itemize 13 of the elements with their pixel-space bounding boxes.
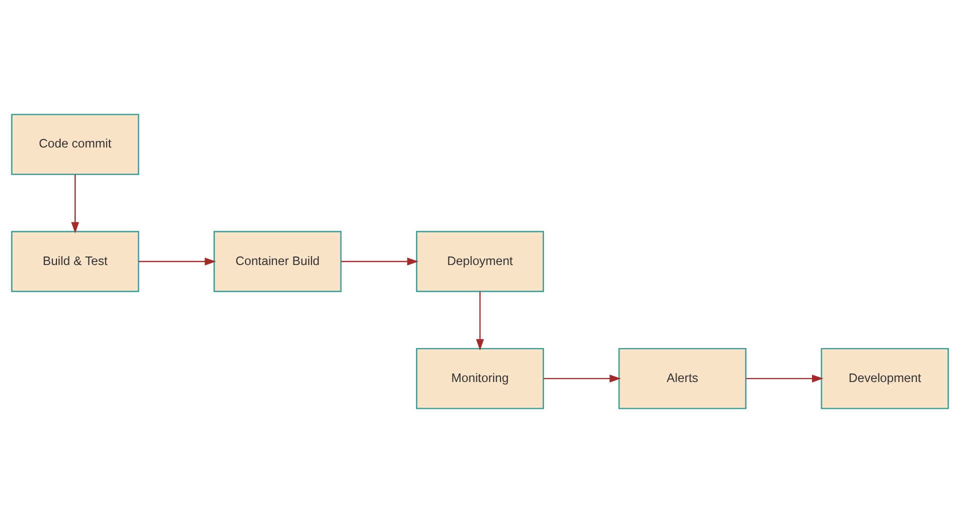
node-box: Deployment	[416, 230, 544, 292]
arrow	[71, 174, 80, 234]
node-box: Alerts	[618, 348, 746, 410]
node-box: Build & Test	[11, 230, 140, 292]
arrow	[138, 258, 216, 266]
node-box: Container Build	[214, 230, 342, 292]
arrow	[341, 258, 418, 266]
node-box: Monitoring	[416, 348, 544, 410]
arrow	[476, 291, 484, 350]
node-box: Development	[820, 348, 949, 410]
arrow	[544, 374, 621, 382]
arrow	[746, 374, 824, 382]
node-box: Code commit	[11, 114, 140, 176]
